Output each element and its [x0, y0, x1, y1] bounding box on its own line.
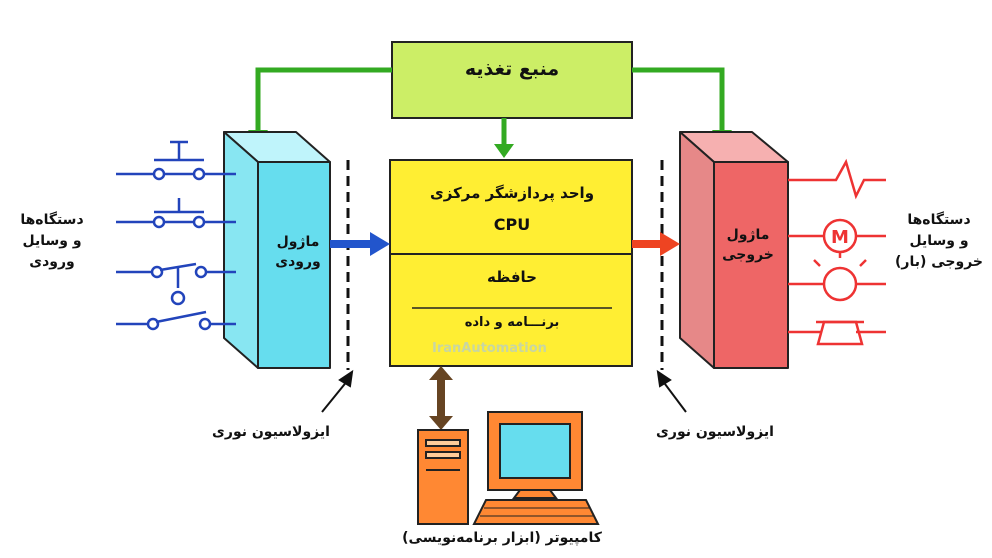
memory-label: حافظه: [487, 268, 537, 286]
isolation-left-label: ایزولاسیون نوری: [212, 424, 330, 440]
input-devices-line-3: ورودی: [29, 254, 75, 270]
isolation-pointer-arrows: [321, 369, 687, 413]
input-devices-line-1: دستگاه‌ها: [20, 212, 84, 228]
program-data-label: برنـــامه و داده: [464, 315, 560, 330]
cpu-title-label: واحد پردازشگر مرکزی: [429, 184, 595, 202]
cpu-box: [389, 159, 633, 367]
output-devices-line-1: دستگاه‌ها: [907, 212, 971, 228]
computer-keyboard: [472, 499, 600, 525]
watermark-logo: IranAutomation: [432, 341, 547, 356]
input-module-line-1: ماژول: [276, 234, 320, 250]
input-to-cpu-arrow: [330, 232, 390, 256]
cpu-abbr-label: CPU: [493, 215, 531, 234]
input-module-block: [223, 131, 331, 369]
power-lines: [255, 67, 725, 148]
cpu-computer-arrow: [429, 366, 453, 430]
computer-label: کامپیوتر (ابزار برنامه‌نویسی): [402, 530, 602, 546]
cpu-to-output-arrow: [632, 232, 680, 256]
output-module-label: ماژول خروجی: [708, 225, 788, 265]
input-devices-label: دستگاه‌ها و وسایل ورودی: [2, 210, 102, 273]
output-devices-label: دستگاه‌ها و وسایل خروجی (بار): [886, 210, 992, 273]
power-supply-box: [391, 41, 633, 119]
lamp-icon: [822, 266, 858, 302]
input-module-label: ماژول ورودی: [258, 232, 338, 272]
output-loads: [788, 158, 886, 346]
input-devices-line-2: و وسایل: [22, 233, 82, 249]
output-module-block: [679, 131, 789, 369]
input-module-line-2: ورودی: [275, 254, 321, 270]
output-module-line-2: خروجی: [722, 247, 774, 263]
output-module-line-1: ماژول: [726, 227, 770, 243]
isolation-right-label: ایزولاسیون نوری: [656, 424, 774, 440]
computer-monitor: [487, 411, 583, 499]
input-switches: [116, 140, 236, 331]
horn-icon: [816, 320, 864, 346]
output-devices-line-3: خروجی (بار): [895, 254, 983, 270]
power-supply-label: منبع تغذیه: [464, 58, 560, 80]
output-devices-line-2: و وسایل: [909, 233, 969, 249]
computer-tower: [417, 429, 469, 525]
motor-symbol: M: [831, 227, 849, 248]
